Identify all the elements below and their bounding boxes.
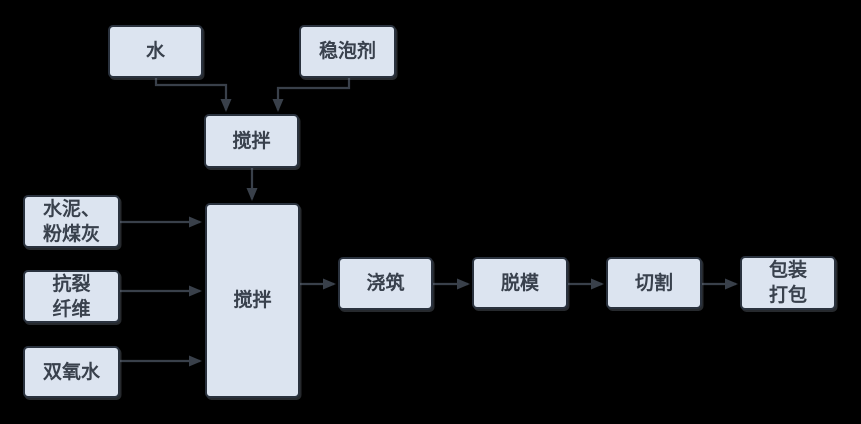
node-anticrack-fiber: 抗裂 纤维: [23, 270, 120, 323]
arrow-water-to-mix1: [154, 78, 232, 112]
node-cement-fly-ash: 水泥、 粉煤灰: [23, 195, 120, 248]
node-water: 水: [108, 25, 203, 78]
node-demolding: 脱模: [472, 257, 568, 309]
node-pouring: 浇筑: [338, 257, 433, 310]
node-packing: 包装 打包: [740, 256, 836, 310]
arrow-stabilizer-to-mix1: [272, 78, 351, 112]
node-foam-stabilizer: 稳泡剂: [299, 25, 396, 78]
node-mixing-1: 搅拌: [204, 114, 299, 168]
node-hydrogen-peroxide: 双氧水: [23, 346, 120, 398]
node-cutting: 切割: [606, 257, 702, 309]
node-mixing-2: 搅拌: [205, 203, 300, 398]
